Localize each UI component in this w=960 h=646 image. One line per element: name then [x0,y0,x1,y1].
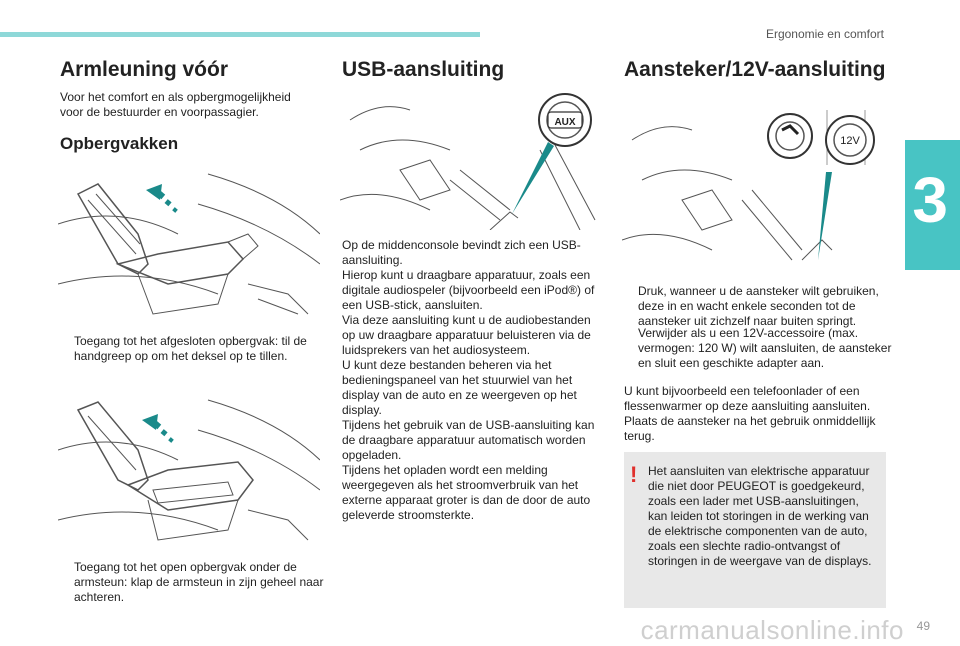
storage-subtitle: Opbergvakken [60,134,179,153]
warning-text: Het aansluiten van elektrische apparatuu… [648,464,872,568]
section-label: Ergonomie en comfort [765,27,884,41]
lighter-bullet-1-text: Druk, wanneer u de aansteker wilt gebrui… [638,284,879,328]
armrest-title: Armleuning vóór [60,58,229,81]
aux-label: AUX [554,117,575,128]
lighter-title: Aansteker/12V-aansluiting [624,58,886,81]
armrest-intro: Voor het comfort en als opbergmogelijkhe… [60,90,291,119]
lighter-body: U kunt bijvoorbeeld een telefoonlader of… [624,384,876,443]
armrest-closed-illustration [57,164,321,326]
usb-body: Op de middenconsole bevindt zich een USB… [342,238,595,522]
lighter-illustration: 12V [621,110,886,278]
usb-title: USB-aansluiting [342,58,505,81]
warning-icon: ! [630,462,638,487]
lighter-bullet-1: Druk, wanneer u de aansteker wilt gebrui… [624,284,900,329]
chapter-tab [905,140,960,270]
lighter-bullet-2-text: Verwijder als u een 12V-accessoire (max.… [638,326,892,370]
page-number: 49 [916,619,930,633]
armrest-bullet-1: Toegang tot het afgesloten opbergvak: ti… [60,334,324,364]
top-accent-bar [0,32,480,37]
armrest-bullet-2: Toegang tot het open opbergvak onder de … [60,560,324,605]
armrest-bullet-2-text: Toegang tot het open opbergvak onder de … [74,560,324,604]
usb-socket-illustration: AUX [339,90,602,231]
chapter-number: 3 [912,164,948,236]
lighter-bullet-2: Verwijder als u een 12V-accessoire (max.… [624,326,900,371]
warning-box: ! Het aansluiten van elektrische apparat… [624,452,886,608]
12v-label: 12V [840,135,860,147]
armrest-bullet-1-text: Toegang tot het afgesloten opbergvak: ti… [74,334,307,363]
watermark: carmanualsonline.info [640,615,904,645]
armrest-open-illustration [57,390,321,550]
